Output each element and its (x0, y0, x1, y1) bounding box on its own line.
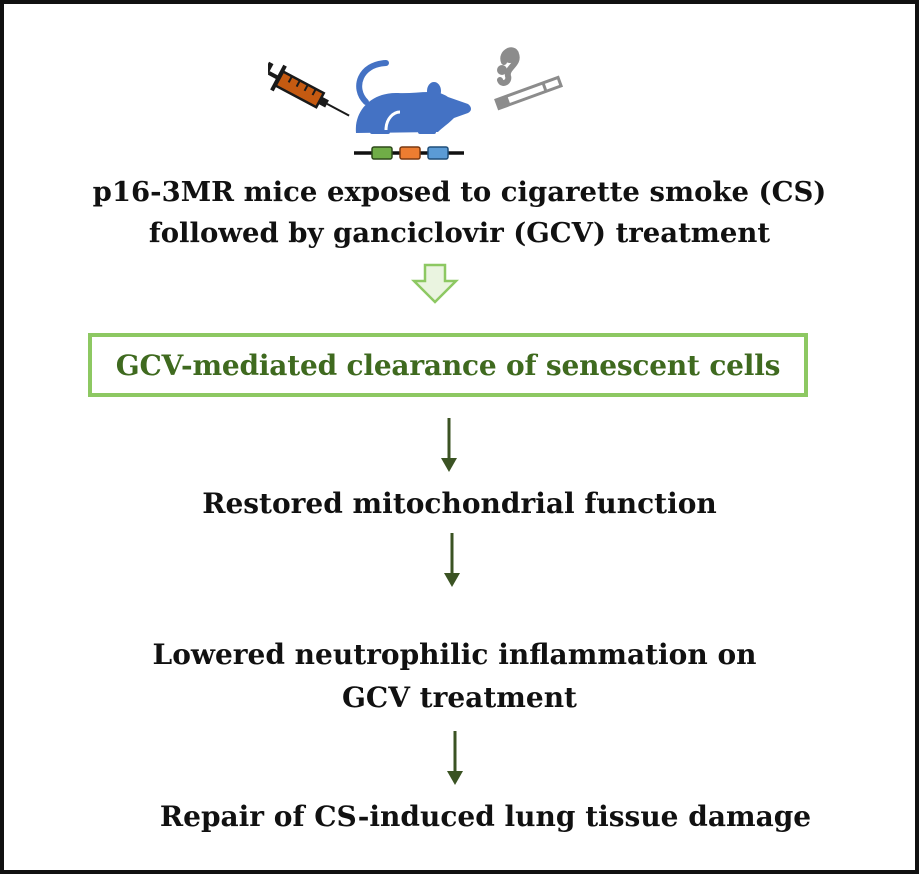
step-mice-exposure-line2: followed by ganciclovir (GCV) treatment (148, 217, 771, 249)
down-arrow-icon (444, 533, 460, 587)
step-inflammation: Lowered neutrophilic inflammation on GCV… (0, 633, 919, 719)
step-mice-exposure: p16-3MR mice exposed to cigarette smoke … (0, 172, 919, 254)
down-arrow-icon (447, 731, 463, 785)
cigarette-icon (494, 47, 564, 111)
outline-down-arrow-icon (411, 263, 459, 304)
down-arrow-icon (441, 418, 457, 472)
clearance-label: GCV-mediated clearance of senescent cell… (115, 348, 781, 382)
step-mitochondria: Restored mitochondrial function (202, 487, 717, 520)
step-mice-exposure-line1: p16-3MR mice exposed to cigarette smoke … (92, 176, 827, 208)
syringe-icon (268, 61, 350, 117)
step-repair: Repair of CS-induced lung tissue damage (159, 800, 812, 833)
transgene-construct-icon (354, 146, 464, 160)
clearance-box: GCV-mediated clearance of senescent cell… (88, 333, 808, 397)
step-inflammation-line2: GCV treatment (342, 681, 577, 714)
illustration (268, 47, 564, 160)
step-inflammation-line1: Lowered neutrophilic inflammation on (152, 638, 757, 671)
mouse-icon (355, 60, 471, 134)
